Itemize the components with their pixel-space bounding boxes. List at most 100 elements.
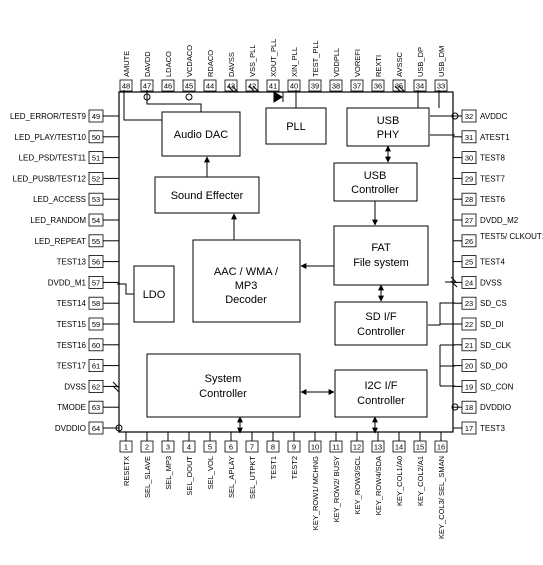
- pin-number: 36: [374, 82, 382, 91]
- pin-number: 43: [227, 82, 235, 91]
- pin-number: 46: [164, 82, 172, 91]
- pin-number: 12: [353, 443, 361, 452]
- pin-number: 14: [395, 443, 403, 452]
- pin-number: 63: [92, 403, 100, 412]
- pin-label: TEST14: [57, 299, 87, 308]
- pin-number: 56: [92, 258, 100, 267]
- pin-label: TEST15: [57, 320, 87, 329]
- vcdaco-supply-icon: [185, 93, 193, 101]
- pin-label: TMODE: [57, 403, 86, 412]
- pin-number: 45: [185, 82, 193, 91]
- pin-number: 19: [465, 382, 473, 391]
- pin-number: 61: [92, 362, 100, 371]
- pin-number: 40: [290, 82, 298, 91]
- pin-label: TEST4: [480, 258, 505, 267]
- pin-label: USB_DM: [437, 46, 446, 77]
- pin-number: 31: [465, 133, 473, 142]
- pin-label: SEL_UTPKT: [248, 456, 257, 499]
- pin-label: AVDDC: [480, 112, 508, 121]
- pin-label: SD_CLK: [480, 341, 512, 350]
- pin-label: ATEST1: [480, 133, 510, 142]
- pin-label: TEST_PLL: [311, 40, 320, 77]
- decoder-label-2: MP3: [235, 280, 258, 292]
- pin-number: 3: [166, 443, 170, 452]
- i2c-if-label-1: I2C I/F: [364, 380, 397, 392]
- pin-label: XOUT_PLL: [269, 39, 278, 77]
- pin-label: DVDD_M1: [48, 278, 87, 287]
- pin-number: 42: [248, 82, 256, 91]
- pin-label: DAVDD: [143, 51, 152, 77]
- pin-number: 5: [208, 443, 212, 452]
- pin-number: 6: [229, 443, 233, 452]
- davdd-supply-icon: [143, 93, 151, 101]
- pin-label: KEY_COL1/A0: [395, 456, 404, 506]
- pin-number: 49: [92, 112, 100, 121]
- sound-effecter-label: Sound Effecter: [171, 190, 244, 202]
- pin-number: 20: [465, 362, 473, 371]
- pin-number: 59: [92, 320, 100, 329]
- pll-block: PLL: [265, 107, 327, 145]
- sd-if-block: SD I/F Controller: [334, 301, 428, 346]
- pin-label: KEY_ROW3/SCL: [353, 456, 362, 514]
- usb-controller-label-2: Controller: [351, 184, 399, 196]
- pin-label: LDACO: [164, 51, 173, 77]
- pin-label: KEY_COL3/ SEL_SMAN: [437, 456, 446, 539]
- usb-phy-label-2: PHY: [377, 129, 400, 141]
- pin-number: 38: [332, 82, 340, 91]
- decoder-label-1: AAC / WMA /: [214, 266, 279, 278]
- pin-number: 26: [465, 237, 473, 246]
- pin-label: SD_CS: [480, 299, 507, 308]
- pin-label: RESETX: [122, 456, 131, 486]
- pin-label: TEST16: [57, 341, 87, 350]
- pin-number: 64: [92, 424, 100, 433]
- vsspll-ground-icon: [248, 85, 256, 93]
- audio-dac-block: Audio DAC: [161, 111, 241, 157]
- pin-number: 22: [465, 320, 473, 329]
- pll-label: PLL: [286, 121, 306, 133]
- pin-number: 58: [92, 299, 100, 308]
- pin-label: SEL_VOL: [206, 456, 215, 489]
- pin-number: 24: [465, 278, 473, 287]
- pin-label: SEL_DOUT: [185, 456, 194, 496]
- xtal-diode-icon: [273, 91, 283, 103]
- pin-number: 25: [465, 258, 473, 267]
- pin-number: 1: [124, 443, 128, 452]
- usb-phy-label-1: USB: [377, 115, 400, 127]
- pin-label: TEST5/ CLKOUT12: [480, 232, 543, 241]
- sd-if-label-1: SD I/F: [365, 311, 396, 323]
- pin-number: 10: [311, 443, 319, 452]
- pin-label: AMUTE: [122, 51, 131, 77]
- pin-label: REXTI: [374, 55, 383, 77]
- pin-label: TEST3: [480, 424, 505, 433]
- pin-number: 27: [465, 216, 473, 225]
- audio-dac-label: Audio DAC: [174, 129, 228, 141]
- pin-label: DVDDIO: [480, 403, 511, 412]
- pin-number: 9: [292, 443, 296, 452]
- i2c-if-block: I2C I/F Controller: [334, 369, 428, 418]
- pins-top: 48AMUTE47DAVDD46LDACO45VCDACO44RDACO43DA…: [119, 39, 448, 92]
- decoder-block: AAC / WMA / MP3 Decoder: [192, 239, 301, 323]
